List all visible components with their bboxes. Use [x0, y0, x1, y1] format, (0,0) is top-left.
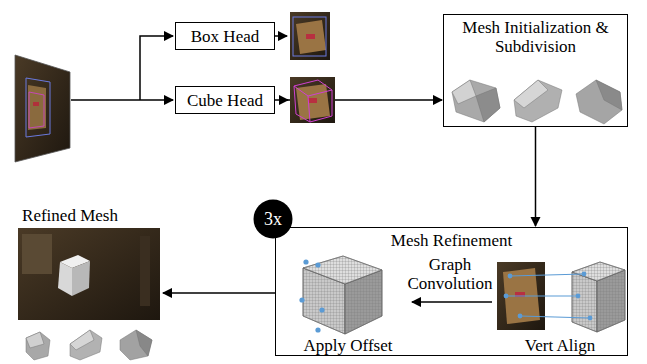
- vert-align-figure: [572, 262, 625, 332]
- initial-meshes: [596, 80, 622, 110]
- node-text: 3x: [264, 210, 282, 229]
- initial-meshes: [452, 80, 500, 122]
- cube-thumbnail: [290, 77, 335, 123]
- cube-thumbnail: [290, 77, 335, 123]
- node-text: Mesh Refinement: [276, 231, 627, 250]
- refined-mesh-image: [58, 262, 72, 296]
- branch-lines: [140, 36, 173, 100]
- vert-align-figure: [582, 272, 587, 277]
- input-image: [26, 78, 50, 137]
- node-text: Mesh Initialization & Subdivision: [444, 18, 627, 56]
- vert-align-figure: [572, 262, 625, 281]
- input-image: [28, 85, 46, 130]
- figure-label: Apply Offset: [296, 336, 400, 355]
- vert-align-figure: [520, 316, 590, 318]
- vert-align-figure: [576, 294, 581, 299]
- input-image: [29, 92, 44, 128]
- branch-lines: [275, 35, 287, 37]
- repeat-badge: 3x: [253, 199, 293, 239]
- flow-arrow: [535, 127, 537, 226]
- node-text: Cube Head: [187, 91, 263, 110]
- box-thumbnail: [290, 12, 330, 60]
- refined-mesh-image: [18, 228, 160, 320]
- refined-mesh-image: [22, 234, 52, 274]
- output-arrow: [163, 292, 275, 294]
- vert-align-figure: [497, 262, 625, 332]
- vert-align-figure: [508, 274, 513, 279]
- apply-offset-mesh: [303, 256, 382, 284]
- initial-meshes: [514, 80, 562, 122]
- vert-align-figure: [572, 272, 597, 332]
- refined-mesh-views: [120, 330, 152, 360]
- refined-mesh-views: [26, 332, 50, 360]
- output-arrow: [163, 292, 275, 294]
- initial-meshes: [576, 80, 622, 124]
- initial-meshes: [452, 80, 476, 104]
- process-box: Box Head: [175, 22, 275, 50]
- apply-offset-mesh: [319, 307, 324, 312]
- vert-align-figure: [518, 314, 523, 319]
- vert-align-figure: [504, 272, 593, 321]
- node-text: Box Head: [191, 27, 259, 46]
- apply-offset-mesh: [315, 327, 320, 332]
- box-thumbnail: [293, 17, 326, 56]
- initial-meshes: [476, 88, 500, 122]
- vert-align-figure: [506, 295, 578, 296]
- refined-mesh-views: [70, 330, 102, 360]
- vert-align-figure: [572, 262, 625, 281]
- branch-lines: [280, 99, 288, 101]
- input-image: [15, 55, 70, 162]
- refined-mesh-views: [26, 330, 152, 360]
- apply-offset-mesh: [303, 256, 382, 284]
- figure-label: Refined Mesh: [15, 206, 125, 225]
- refined-mesh-image: [18, 228, 160, 320]
- input-image: [33, 102, 39, 106]
- branch-lines: [71, 99, 173, 101]
- badge-circle: [254, 200, 293, 239]
- input-image: [15, 55, 70, 162]
- process-box: Cube Head: [175, 86, 275, 114]
- arrow-label: Graph Convolution: [400, 255, 500, 293]
- graph-convolution-arrow: [412, 301, 492, 303]
- cube-thumbnail: [308, 98, 317, 103]
- refined-mesh-views: [26, 332, 44, 348]
- figure-label: Vert Align: [515, 336, 605, 355]
- refined-mesh-views: [70, 330, 94, 350]
- box-thumbnail: [290, 12, 330, 60]
- initial-meshes: [452, 80, 622, 124]
- apply-offset-mesh: [299, 297, 304, 302]
- graph-convolution-arrow: [412, 301, 492, 303]
- initial-meshes: [514, 80, 548, 108]
- refined-mesh-image: [72, 261, 90, 296]
- refined-mesh-views: [136, 330, 152, 356]
- stage-frame: Mesh Initialization & Subdivision: [443, 14, 628, 127]
- vert-align-figure: [588, 316, 593, 321]
- apply-offset-mesh: [315, 262, 320, 267]
- box-thumbnail: [306, 34, 315, 39]
- box-thumbnail: [296, 20, 326, 54]
- apply-offset-mesh: [299, 256, 382, 334]
- vert-align-figure: [504, 294, 509, 299]
- refined-mesh-image: [140, 236, 150, 306]
- cube-thumbnail: [294, 80, 332, 122]
- apply-offset-mesh: [303, 259, 308, 264]
- vert-align-figure: [506, 274, 590, 318]
- vert-align-figure: [510, 274, 584, 276]
- apply-offset-mesh: [299, 259, 324, 332]
- vert-align-figure: [572, 272, 597, 332]
- cube-thumbnail: [296, 84, 330, 120]
